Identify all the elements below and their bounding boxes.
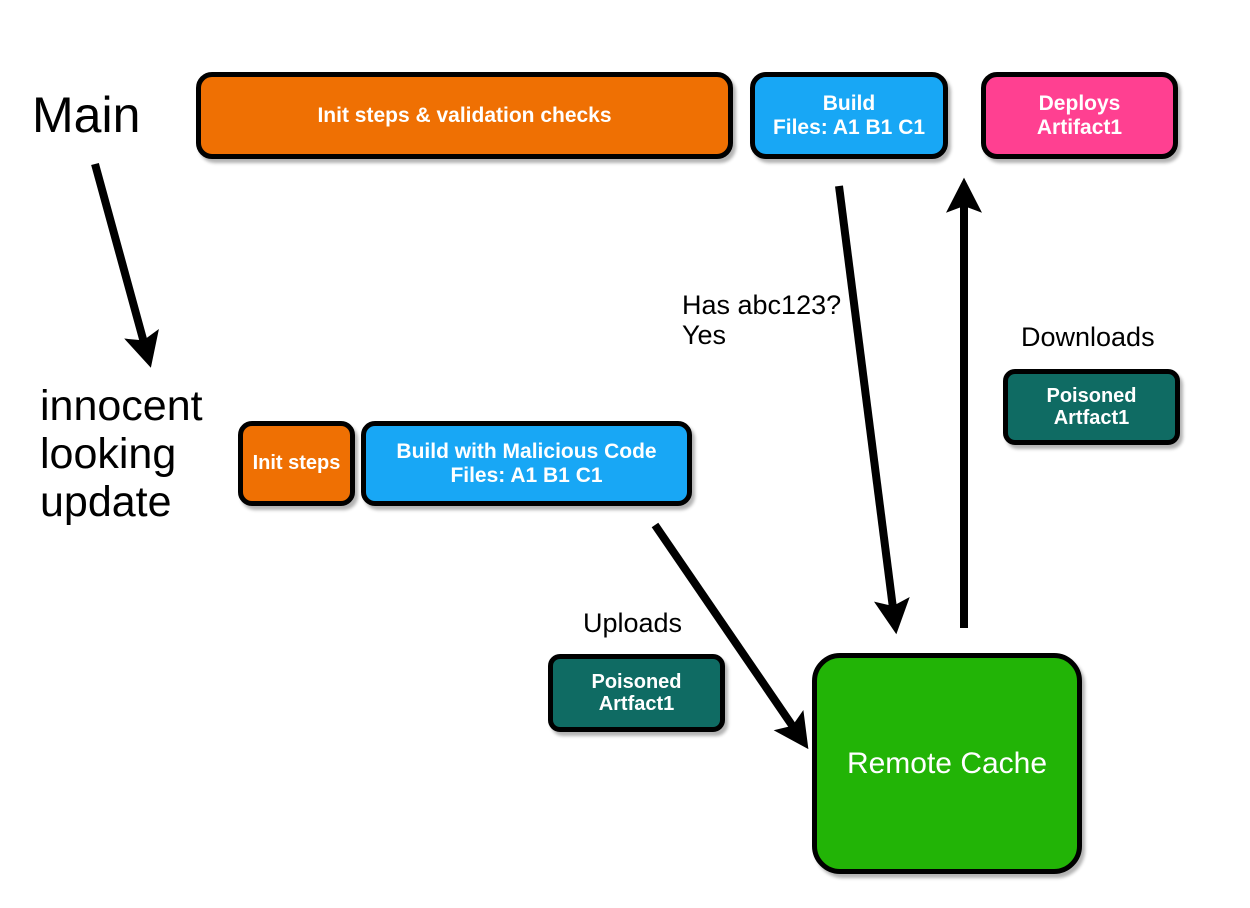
node-branch-init-steps[interactable]: Init steps — [238, 421, 355, 506]
node-poisoned-artifact-download[interactable]: Poisoned Artfact1 — [1003, 369, 1180, 445]
lane-label-main: Main — [32, 87, 141, 143]
node-deploys-artifact[interactable]: Deploys Artifact1 — [981, 72, 1178, 159]
lane-label-branch: innocent looking update — [40, 382, 203, 527]
arrow-build-to-cache — [835, 185, 910, 635]
node-build[interactable]: Build Files: A1 B1 C1 — [750, 72, 948, 159]
annotation-uploads: Uploads — [583, 608, 683, 638]
node-build-with-malicious-code[interactable]: Build with Malicious Code Files: A1 B1 C… — [361, 421, 692, 506]
node-poisoned-artifact-upload[interactable]: Poisoned Artfact1 — [548, 654, 725, 732]
arrow-main-to-branch — [91, 162, 159, 368]
annotation-downloads: Downloads — [1021, 322, 1155, 352]
node-remote-cache[interactable]: Remote Cache — [812, 653, 1082, 874]
annotation-has-abc123: Has abc123? Yes — [682, 290, 842, 351]
node-init-steps-validation[interactable]: Init steps & validation checks — [196, 72, 733, 159]
